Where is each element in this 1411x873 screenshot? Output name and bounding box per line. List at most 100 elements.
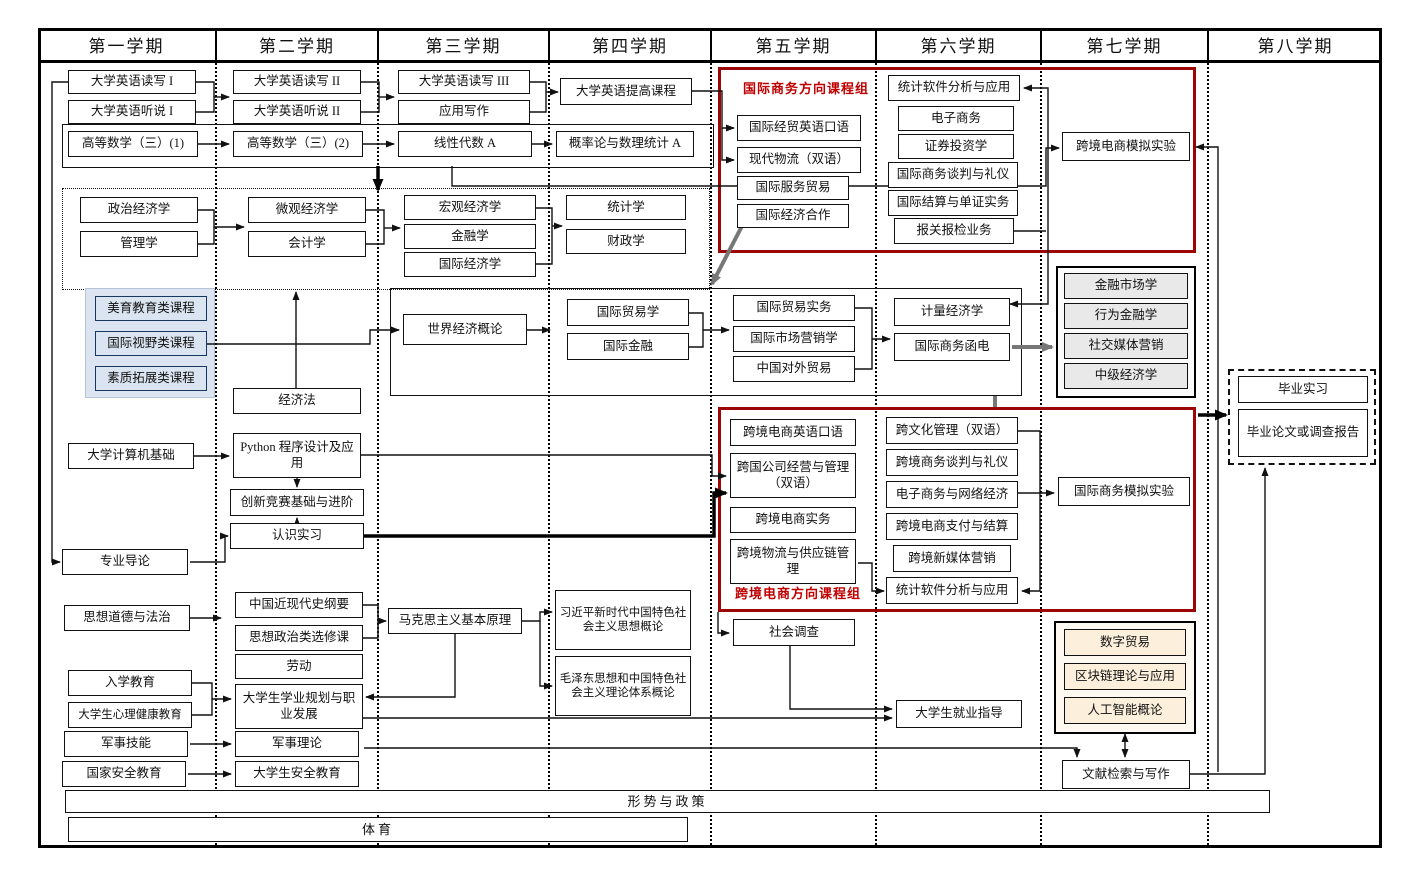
course-box: 专业导论 bbox=[62, 549, 188, 575]
situation-policy-bar: 形势与政策 bbox=[65, 790, 1270, 813]
course-box: 大学生学业规划与职业发展 bbox=[235, 684, 363, 729]
course-box: 毕业实习 bbox=[1238, 376, 1368, 403]
course-box: 数字贸易 bbox=[1064, 629, 1186, 656]
course-box: 报关报检业务 bbox=[894, 218, 1014, 244]
course-box: 大学英语读写 III bbox=[398, 70, 530, 94]
course-box: 概率论与数理统计 A bbox=[556, 131, 694, 157]
semester-header-1: 第一学期 bbox=[88, 36, 165, 56]
course-box: 国际经济学 bbox=[404, 252, 536, 277]
intl-business-group-frame bbox=[718, 67, 1196, 253]
course-box: 军事理论 bbox=[235, 731, 359, 757]
course-box: 国际市场营销学 bbox=[733, 326, 855, 352]
econ-core-frame bbox=[62, 188, 710, 290]
course-box: 跨境电商支付与结算 bbox=[886, 513, 1018, 540]
semester-header-row: 第一学期第二学期第三学期第四学期第五学期第六学期第七学期第八学期 bbox=[38, 28, 1382, 63]
course-box: 人工智能概论 bbox=[1064, 697, 1186, 724]
course-box: 计量经济学 bbox=[894, 298, 1010, 326]
course-box: 国际商务模拟实验 bbox=[1058, 477, 1190, 506]
connector-line bbox=[361, 81, 380, 113]
course-box: 线性代数 A bbox=[398, 131, 532, 157]
course-box: 毕业论文或调查报告 bbox=[1238, 409, 1368, 457]
course-box: 微观经济学 bbox=[248, 197, 366, 223]
course-box: 跨国公司经营与管理（双语） bbox=[730, 453, 856, 498]
course-box: 大学英语提高课程 bbox=[560, 78, 692, 105]
connector-line bbox=[365, 634, 456, 701]
course-box: 电子商务与网络经济 bbox=[886, 481, 1018, 508]
course-box: 金融市场学 bbox=[1064, 273, 1188, 299]
course-box: 高等数学（三）(2) bbox=[233, 131, 363, 157]
course-box: 证券投资学 bbox=[898, 134, 1014, 159]
course-box: 世界经济概论 bbox=[403, 314, 527, 345]
intl-business-group-label: 国际商务方向课程组 bbox=[743, 81, 870, 97]
course-box: 大学生就业指导 bbox=[896, 700, 1022, 728]
connector-line bbox=[366, 209, 385, 245]
course-box: 跨境电商模拟实验 bbox=[1062, 132, 1190, 161]
course-box: 统计软件分析与应用 bbox=[888, 75, 1020, 101]
course-box: 中国近现代史纲要 bbox=[235, 592, 363, 618]
world-econ-frame bbox=[390, 288, 1022, 396]
connector-line bbox=[207, 326, 400, 345]
connector-line bbox=[721, 128, 735, 164]
course-box: 思想政治类选修课 bbox=[235, 625, 363, 651]
pe-bar: 体育 bbox=[68, 817, 688, 842]
connector-line bbox=[1009, 84, 1049, 308]
connector-line bbox=[361, 454, 727, 480]
course-box: 素质拓展类课程 bbox=[95, 366, 207, 391]
column-separator-2 bbox=[377, 63, 379, 845]
course-box: 经济法 bbox=[233, 388, 361, 414]
connector-line bbox=[522, 608, 553, 622]
course-box: 政治经济学 bbox=[80, 197, 198, 223]
course-box: 国际商务谈判与礼仪 bbox=[888, 162, 1018, 188]
semester-header-2: 第二学期 bbox=[215, 28, 377, 60]
semester-header-7: 第七学期 bbox=[1040, 28, 1207, 60]
course-box: 大学生心理健康教育 bbox=[68, 702, 192, 728]
course-box: 社会调查 bbox=[733, 619, 855, 646]
course-box: 跨境新媒体营销 bbox=[893, 545, 1011, 572]
cbec-group-label: 跨境电商方向课程组 bbox=[735, 586, 862, 602]
course-box: 高等数学（三）(1) bbox=[68, 131, 198, 157]
course-box: 跨境物流与供应链管理 bbox=[730, 539, 856, 584]
connector-line bbox=[1195, 143, 1219, 772]
column-separator-3 bbox=[548, 63, 550, 845]
course-box: 中国对外贸易 bbox=[733, 356, 855, 382]
course-box: 创新竞赛基础与进阶 bbox=[230, 489, 364, 516]
connector-line bbox=[689, 312, 704, 348]
course-box: 大学英语听说 II bbox=[233, 100, 361, 124]
course-box: Python 程序设计及应用 bbox=[233, 433, 361, 478]
connector-line bbox=[530, 81, 547, 113]
connector-line bbox=[789, 646, 893, 713]
connector-line bbox=[364, 747, 1081, 758]
course-box: 现代物流（双语） bbox=[737, 147, 861, 173]
connector-line bbox=[858, 562, 885, 595]
connector-line bbox=[363, 604, 379, 639]
course-box: 文献检索与写作 bbox=[1062, 760, 1190, 789]
course-box: 跨境电商英语口语 bbox=[730, 419, 856, 446]
course-box: 国际贸易学 bbox=[567, 299, 689, 326]
course-box: 电子商务 bbox=[898, 106, 1014, 131]
course-box: 入学教育 bbox=[68, 670, 192, 696]
connector-line bbox=[196, 81, 215, 113]
course-box: 国际经济合作 bbox=[737, 204, 849, 228]
course-box: 金融学 bbox=[404, 224, 536, 249]
course-box: 财政学 bbox=[566, 229, 686, 254]
graduation-frame bbox=[1228, 369, 1376, 465]
course-box: 大学英语听说 I bbox=[68, 100, 196, 124]
course-box: 跨文化管理（双语） bbox=[886, 417, 1018, 444]
course-box: 统计软件分析与应用 bbox=[886, 577, 1018, 604]
course-box: 国际经贸英语口语 bbox=[737, 115, 861, 141]
course-box: 习近平新时代中国特色社会主义思想概论 bbox=[555, 590, 691, 650]
connector-line bbox=[451, 144, 1060, 187]
column-separator-6 bbox=[1040, 63, 1042, 845]
cbec-group-frame bbox=[718, 407, 1196, 612]
semester-header-3: 第三学期 bbox=[377, 28, 548, 60]
course-box: 宏观经济学 bbox=[404, 195, 536, 220]
connector-line bbox=[1018, 430, 1041, 595]
course-box: 军事技能 bbox=[64, 731, 188, 757]
semester-header-6: 第六学期 bbox=[875, 28, 1040, 60]
connector-line bbox=[364, 487, 728, 538]
connector-line bbox=[692, 90, 735, 132]
course-box: 美育教育类课程 bbox=[95, 296, 207, 321]
math-sequence-frame bbox=[62, 124, 714, 168]
course-box: 国际商务函电 bbox=[894, 333, 1010, 361]
connector-line bbox=[51, 81, 68, 566]
